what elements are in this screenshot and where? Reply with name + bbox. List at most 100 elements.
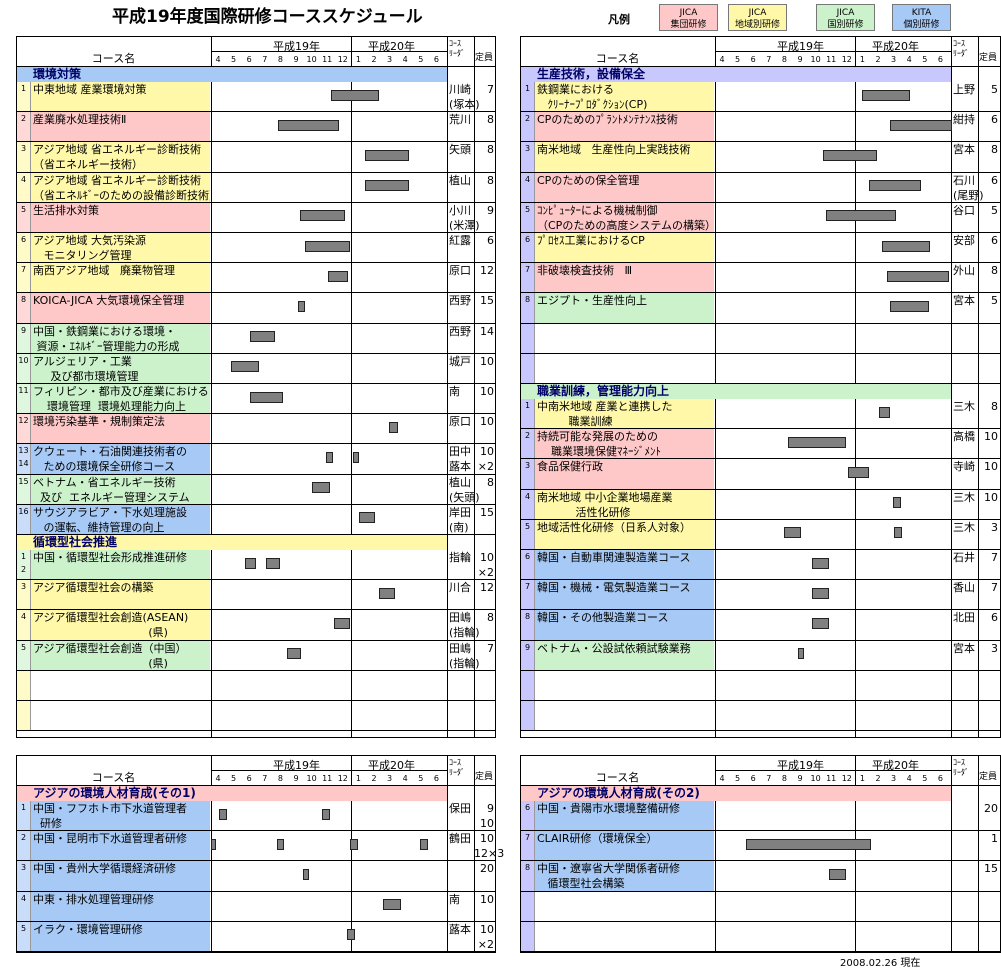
course-name: 環境汚染基準・規制策定法	[31, 414, 210, 444]
course-row[interactable]	[521, 353, 1000, 384]
capacity-header: 定員	[475, 772, 494, 782]
course-row[interactable]	[521, 921, 1000, 952]
course-capacity: 8	[487, 173, 494, 187]
course-name: 中国・遼寧省大学関係者研修 循環型社会構築	[535, 861, 714, 891]
course-capacity: 10	[480, 385, 494, 398]
course-number: 8	[521, 861, 535, 891]
course-capacity: 10	[480, 415, 494, 429]
course-name-header: コース名	[595, 771, 640, 784]
section-header-band	[715, 786, 951, 801]
course-row[interactable]	[17, 701, 495, 732]
course-name	[535, 353, 714, 383]
course-capacity: 9 10	[480, 802, 494, 830]
course-leader: 三木	[953, 520, 975, 534]
section-header: アジアの環境人材育成(その1)	[17, 786, 211, 801]
course-row[interactable]	[521, 670, 1001, 701]
schedule-bar	[861, 89, 910, 101]
capacity-header: 定員	[475, 53, 494, 63]
month-label: 12	[841, 774, 852, 783]
course-row[interactable]	[521, 701, 1000, 732]
course-leader: 植山 (矢頭)	[449, 475, 480, 504]
course-number-text: 6	[524, 552, 531, 561]
course-capacity: 15	[480, 505, 494, 519]
course-number-text: 1	[524, 401, 531, 410]
course-name	[535, 921, 714, 951]
course-leader: 南	[449, 385, 460, 398]
course-number: 5	[521, 519, 535, 549]
schedule-bar	[382, 899, 402, 911]
course-row[interactable]	[521, 891, 1000, 922]
course-leader: 宮本	[953, 641, 975, 655]
schedule-bar	[379, 587, 396, 599]
schedule-bar	[326, 451, 333, 463]
course-number: 1	[17, 82, 31, 112]
course-row[interactable]	[17, 670, 495, 701]
course-name: フィリピン・都市及び産業における 環境管理 環境処理能力向上	[31, 384, 210, 414]
grid-line	[447, 37, 448, 737]
course-name	[31, 670, 210, 700]
course-capacity: 8	[487, 475, 494, 489]
schedule-bar	[811, 557, 829, 569]
course-leader	[951, 671, 978, 700]
course-capacity	[978, 671, 1001, 700]
course-capacity: 12	[480, 264, 494, 278]
course-name: アジア地域 省エネルギー診断技術 （省エネルギー技術）	[31, 142, 210, 172]
month-label: 6	[750, 774, 756, 783]
schedule-bar	[328, 270, 349, 282]
course-leader: 植山	[449, 173, 471, 187]
course-number-text: 9	[524, 642, 531, 652]
schedule-bar	[299, 210, 346, 222]
course-row[interactable]	[521, 323, 1000, 354]
course-leader: 三木	[953, 490, 975, 504]
month-label: 5	[922, 55, 928, 64]
month-label: 3	[891, 55, 897, 64]
course-number: 1	[17, 801, 31, 831]
course-number: 6	[521, 550, 535, 580]
month-label: 3	[387, 55, 393, 64]
